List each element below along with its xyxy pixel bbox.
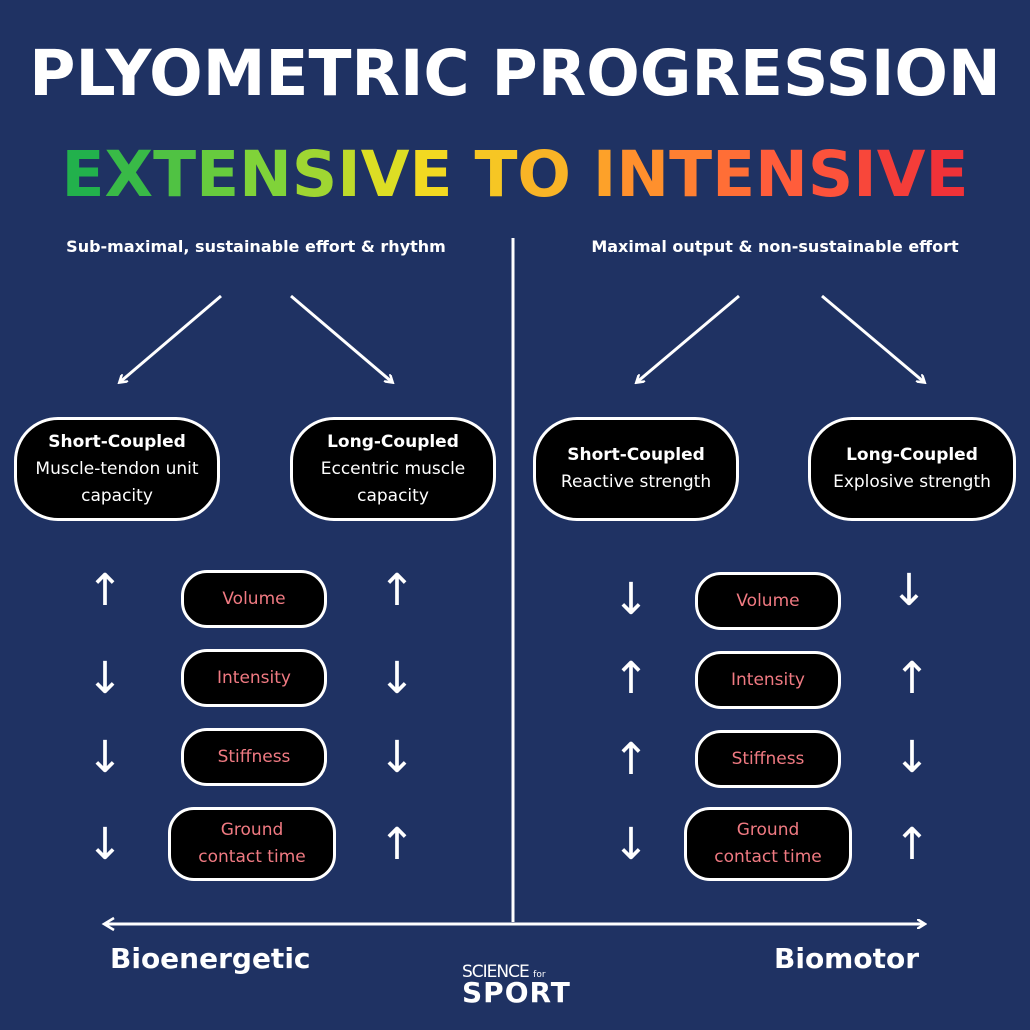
right-long-line1: Explosive strength xyxy=(833,472,991,492)
left-metric-intensity: Intensity xyxy=(181,649,327,707)
right-short-coupled-box: Short-Coupled Reactive strength xyxy=(533,417,739,521)
right-long-intensity-arrow-icon: ↑ xyxy=(893,653,931,704)
right-metric-stiffness: Stiffness xyxy=(695,730,841,788)
right-long-coupled-box: Long-Coupled Explosive strength xyxy=(808,417,1016,521)
right-short-line1: Reactive strength xyxy=(560,472,712,492)
left-metric-volume: Volume xyxy=(181,570,327,628)
logo-for: for xyxy=(533,970,546,980)
left-short-intensity-arrow-icon: ↓ xyxy=(86,653,124,704)
right-ground-line1: Ground xyxy=(736,820,800,840)
subtitle-word-intensive: INTENSIVE xyxy=(592,138,969,211)
left-long-coupled-box: Long-Coupled Eccentric muscle capacity xyxy=(290,417,496,521)
left-short-coupled-box: Short-Coupled Muscle-tendon unit capacit… xyxy=(14,417,220,521)
left-short-gct-arrow-icon: ↓ xyxy=(86,819,124,870)
right-long-title: Long-Coupled xyxy=(846,445,978,465)
left-long-gct-arrow-icon: ↑ xyxy=(378,819,416,870)
left-short-stiffness-arrow-icon: ↓ xyxy=(86,732,124,783)
left-metric-ground-contact-time: Ground contact time xyxy=(168,807,336,881)
left-heading: Sub-maximal, sustainable effort & rhythm xyxy=(66,237,446,256)
subtitle-word-to: TO xyxy=(474,138,571,211)
right-short-gct-arrow-icon: ↓ xyxy=(612,819,650,870)
logo-science: SCIENCE xyxy=(462,962,530,982)
logo-line1: SCIENCE for xyxy=(462,962,546,982)
right-metric-intensity: Intensity xyxy=(695,651,841,709)
left-long-line1: Eccentric muscle xyxy=(320,458,466,479)
arrow-left-short xyxy=(120,294,222,382)
page-title: PLYOMETRIC PROGRESSION xyxy=(29,37,1001,110)
left-long-line2: capacity xyxy=(357,485,429,506)
bottom-right-label: Biomotor xyxy=(774,942,920,975)
right-heading: Maximal output & non-sustainable effort xyxy=(591,237,959,256)
right-short-stiffness-arrow-icon: ↑ xyxy=(612,734,650,785)
arrow-right-short xyxy=(637,294,740,382)
left-short-title: Short-Coupled xyxy=(48,431,186,452)
right-long-stiffness-arrow-icon: ↓ xyxy=(893,732,931,783)
right-short-volume-arrow-icon: ↓ xyxy=(612,574,650,625)
left-long-title: Long-Coupled xyxy=(327,431,459,452)
bottom-axis-left-head xyxy=(101,916,115,932)
left-long-volume-arrow-icon: ↑ xyxy=(378,565,416,616)
arrow-right-long xyxy=(821,294,924,382)
logo-sport: SPORT xyxy=(462,976,571,1009)
right-long-volume-arrow-icon: ↓ xyxy=(890,565,928,616)
right-short-intensity-arrow-icon: ↑ xyxy=(612,653,650,704)
subtitle-word-extensive: EXTENSIVE xyxy=(61,138,453,211)
left-long-intensity-arrow-icon: ↓ xyxy=(378,653,416,704)
left-short-line2: capacity xyxy=(81,485,153,506)
right-long-gct-arrow-icon: ↑ xyxy=(893,819,931,870)
right-short-title: Short-Coupled xyxy=(567,445,705,465)
arrow-left-long xyxy=(290,294,392,382)
page-subtitle: EXTENSIVE TO INTENSIVE xyxy=(0,135,1030,215)
left-ground-line2: contact time xyxy=(198,847,306,867)
right-ground-line2: contact time xyxy=(714,847,822,867)
right-metric-volume: Volume xyxy=(695,572,841,630)
left-ground-line1: Ground xyxy=(220,820,284,840)
right-metric-ground-contact-time: Ground contact time xyxy=(684,807,852,881)
left-short-line1: Muscle-tendon unit xyxy=(35,458,199,479)
left-long-stiffness-arrow-icon: ↓ xyxy=(378,732,416,783)
left-short-volume-arrow-icon: ↑ xyxy=(86,565,124,616)
bottom-left-label: Bioenergetic xyxy=(110,942,311,975)
logo: SCIENCE for SPORT xyxy=(462,962,582,1012)
left-metric-stiffness: Stiffness xyxy=(181,728,327,786)
